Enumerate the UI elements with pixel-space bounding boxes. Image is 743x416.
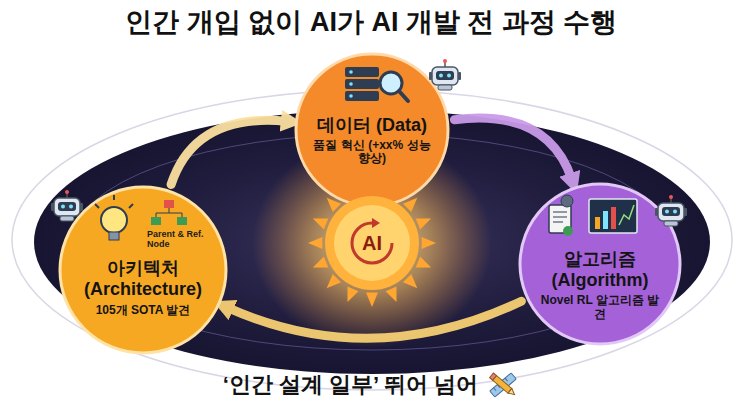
sun-ray xyxy=(416,219,432,230)
sun-ray xyxy=(313,257,329,268)
stage-circle: 데이터 (Data) 품질 혁신 (+xx% 성능 향상) xyxy=(295,53,449,207)
circle-content: 알고리즘 (Algorithm) Novel RL 알고리즘 발견 xyxy=(519,183,681,345)
circle-content: 데이터 (Data) 품질 혁신 (+xx% 성능 향상) xyxy=(295,53,449,207)
caption-row: ‘인간 설계 일부’ 뛰어 넘어 xyxy=(0,370,743,400)
ai-sun: AI xyxy=(323,194,421,292)
robot-icon xyxy=(429,59,461,90)
tree-icon xyxy=(151,200,187,225)
stage-detail: Novel RL 알고리즘 발견 xyxy=(535,294,665,322)
server-icon xyxy=(345,67,379,101)
chart-icon xyxy=(589,199,637,233)
stage-title: 알고리즘 (Algorithm) xyxy=(535,249,665,290)
robot-icon xyxy=(655,195,687,226)
sun-ray xyxy=(313,219,329,230)
stage-detail: 105개 SOTA 발견 xyxy=(96,304,191,318)
sun-ray xyxy=(366,293,378,307)
stage-circle: 알고리즘 (Algorithm) Novel RL 알고리즘 발견 xyxy=(519,183,681,345)
sun-ray xyxy=(308,237,322,249)
stage-detail: 아키텍처 (Architecture) xyxy=(68,258,218,299)
sun-ray xyxy=(422,237,436,249)
stage-title: 데이터 (Data) xyxy=(317,115,427,136)
cycle-arrow xyxy=(227,301,521,338)
sun-ray xyxy=(348,287,359,303)
stage-title: AI xyxy=(362,232,382,255)
outer-orbit xyxy=(12,90,732,390)
cycle-arrow xyxy=(454,118,572,180)
icon-label: Parent & Ref. Node xyxy=(147,230,211,250)
lightbulb-icon xyxy=(95,195,133,240)
pencil-ruler-icon xyxy=(486,370,520,400)
circle-content: AI xyxy=(323,194,421,292)
sun-rays xyxy=(308,179,436,307)
sun-ray xyxy=(386,287,397,303)
document-icon xyxy=(549,195,573,236)
cycle-arrow xyxy=(171,120,287,184)
caption: ‘인간 설계 일부’ 뛰어 넘어 xyxy=(223,370,478,400)
stage-circle: 아키텍처 (Architecture) 105개 SOTA 발견 Parent & … xyxy=(59,186,227,354)
sun-ray xyxy=(416,257,432,268)
title: 인간 개입 없이 AI가 AI 개발 전 과정 수행 xyxy=(0,4,743,40)
magnifier-icon xyxy=(380,72,408,101)
dark-orbit-field xyxy=(34,110,710,374)
circle-content: 아키텍처 (Architecture) 105개 SOTA 발견 xyxy=(59,186,227,354)
cycle-arrow xyxy=(352,223,392,263)
robot-icon xyxy=(51,190,83,221)
stage-detail: 품질 혁신 (+xx% 성능 향상) xyxy=(308,139,436,167)
